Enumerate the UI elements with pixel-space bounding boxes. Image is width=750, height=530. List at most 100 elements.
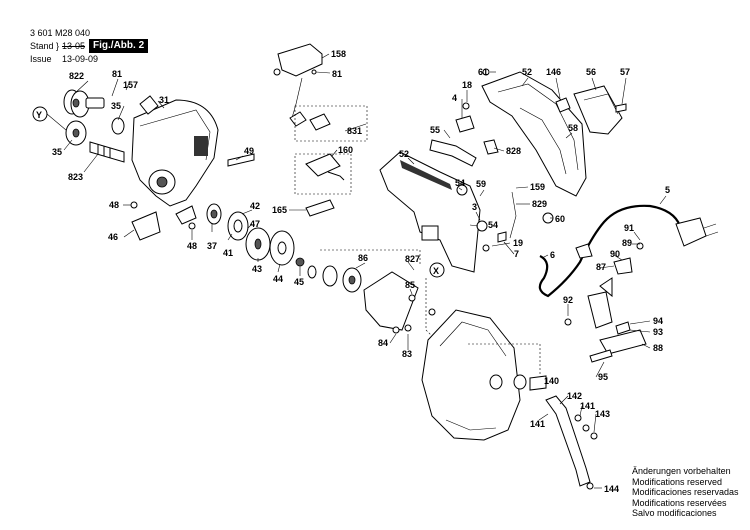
callout-41: 41: [223, 248, 233, 258]
callout-829: 829: [532, 199, 547, 209]
screw-part: [188, 222, 196, 230]
screw-part: [615, 103, 627, 113]
notice-line-en: Modifications reserved: [632, 476, 723, 487]
stand-label: Stand: [30, 41, 54, 51]
callout-labels: 822 81 157 35 31 Y 35 823 49 48 46 48 37…: [36, 49, 670, 494]
screw-part: [482, 68, 490, 76]
callout-18: 18: [462, 80, 472, 90]
screw-part: [636, 242, 644, 250]
callout-86: 86: [358, 253, 368, 263]
switch-group: [273, 43, 368, 217]
washer-part: [574, 414, 582, 422]
rod-part: [509, 191, 517, 239]
marker-y-label: Y: [36, 110, 42, 120]
power-cord: [538, 204, 682, 298]
brace-icon: }: [56, 41, 60, 51]
callout-89: 89: [622, 238, 632, 248]
callout-46: 46: [108, 232, 118, 242]
lower-blade-guard: [421, 309, 521, 441]
motor-cover-group: [379, 68, 627, 273]
screw-part: [428, 308, 436, 316]
callout-44: 44: [273, 274, 283, 284]
callout-59: 59: [476, 179, 486, 189]
notice-line-fr: Modifications reservées: [632, 497, 727, 508]
callout-822: 822: [69, 71, 84, 81]
issue-label: Issue: [30, 54, 52, 64]
callout-4: 4: [452, 93, 457, 103]
callout-143: 143: [595, 409, 610, 419]
callout-55: 55: [430, 125, 440, 135]
switch-cover-part: [277, 43, 323, 77]
callout-31: 31: [159, 95, 169, 105]
callout-828: 828: [506, 146, 521, 156]
callout-141: 141: [580, 401, 595, 411]
callout-831: 831: [347, 126, 362, 136]
callout-60: 60: [555, 214, 565, 224]
stand-value: 13-05: [62, 41, 86, 51]
callout-157: 157: [123, 80, 138, 90]
callout-54: 54: [455, 178, 465, 188]
callout-61: 61: [478, 67, 488, 77]
issue-value: 13-09-09: [62, 54, 99, 64]
callout-92: 92: [563, 295, 573, 305]
motor-housing-group: [63, 89, 305, 267]
callout-6: 6: [550, 250, 555, 260]
notice-line-de: Änderungen vorbehalten: [632, 466, 731, 476]
notice-line-es: Salvo modificaciones: [632, 508, 717, 518]
grip-part: [429, 139, 477, 167]
callout-85: 85: [405, 280, 415, 290]
cord-guard-part: [575, 243, 593, 259]
spring-part: [615, 321, 631, 335]
callout-823: 823: [68, 172, 83, 182]
callout-35: 35: [111, 101, 121, 111]
stand-row: Stand } 13-05 Fig./Abb. 2: [30, 39, 149, 53]
latch-part: [131, 211, 161, 241]
callout-158: 158: [331, 49, 346, 59]
pivot-part: [529, 375, 547, 391]
bearing-part: [111, 117, 125, 135]
bracket-part: [587, 291, 613, 329]
plug-part: [675, 217, 707, 247]
screw-part: [227, 153, 255, 167]
callout-48: 48: [109, 200, 119, 210]
cable-part: [291, 77, 303, 119]
inner-cover-part: [363, 271, 419, 331]
clamp-part: [613, 257, 633, 275]
screw-part: [130, 201, 138, 209]
switch-part: [305, 153, 341, 177]
figure-label: Fig./Abb. 2: [89, 39, 149, 53]
callout-91: 91: [624, 223, 634, 233]
callout-81: 81: [332, 69, 342, 79]
callout-165: 165: [272, 205, 287, 215]
bracket-part: [139, 95, 159, 115]
callout-827: 827: [405, 254, 420, 264]
guard-arm-part: [545, 395, 591, 487]
callout-88: 88: [653, 343, 663, 353]
callout-142: 142: [567, 391, 582, 401]
callout-42: 42: [250, 201, 260, 211]
switch-lever-part: [305, 199, 335, 217]
callout-35: 35: [52, 147, 62, 157]
screw-part: [311, 69, 317, 75]
callout-94: 94: [653, 316, 663, 326]
callout-48: 48: [187, 241, 197, 251]
callout-49: 49: [244, 146, 254, 156]
callout-93: 93: [653, 327, 663, 337]
callout-52: 52: [522, 67, 532, 77]
callout-58: 58: [568, 123, 578, 133]
callout-45: 45: [294, 277, 304, 287]
callout-54: 54: [488, 220, 498, 230]
callout-87: 87: [596, 262, 606, 272]
bearing-part: [322, 265, 338, 287]
button-part: [483, 139, 499, 155]
leader-lines: [46, 53, 667, 489]
washer-part: [307, 265, 317, 279]
shaft-part: [89, 141, 125, 163]
callout-83: 83: [402, 349, 412, 359]
marker-x-label: X: [433, 266, 439, 276]
callout-95: 95: [598, 372, 608, 382]
callout-160: 160: [338, 145, 353, 155]
callout-144: 144: [604, 484, 619, 494]
lower-cover-part: [379, 151, 481, 273]
